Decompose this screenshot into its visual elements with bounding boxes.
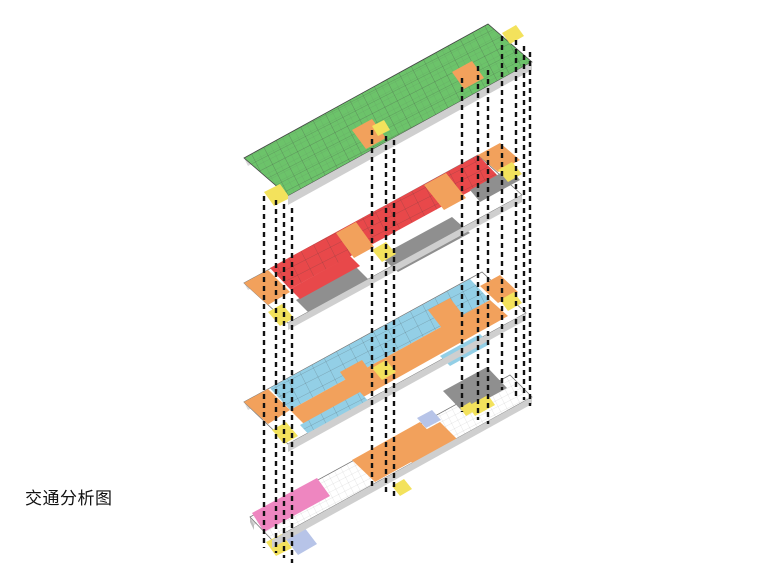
level-4-plate <box>243 23 533 206</box>
circulation-connectors <box>262 36 532 563</box>
level-3-plate <box>243 143 523 330</box>
level-2-plate <box>243 271 527 452</box>
level-1-plate <box>249 367 533 556</box>
caption: 交通分析图 <box>25 489 113 509</box>
